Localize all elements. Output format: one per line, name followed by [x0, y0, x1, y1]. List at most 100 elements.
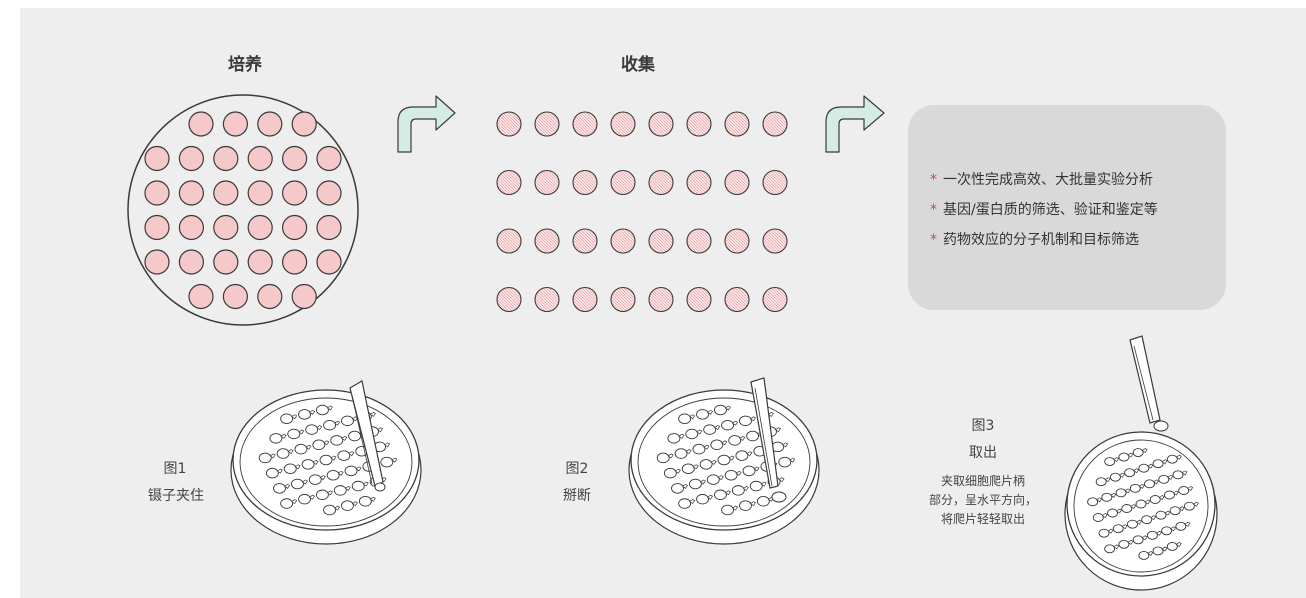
coverslip-handle: [384, 442, 391, 448]
coverslip-handle: [681, 483, 689, 489]
dish-coverslip: [1183, 501, 1195, 511]
coverslip-handle: [1115, 508, 1123, 514]
coverslip-handle: [341, 436, 348, 441]
tweezers-3-icon: [1129, 335, 1169, 432]
coverslip-handle: [749, 501, 756, 507]
bullet-star-icon: *: [930, 232, 937, 248]
dish-coverslip: [265, 467, 279, 479]
petri-dish-2: [628, 389, 820, 545]
dish-coverslip: [756, 496, 770, 507]
application-info-box: *一次性完成高效、大批量实验分析 *基因/蛋白质的筛选、验证和鉴定等 *药物效应…: [908, 105, 1226, 310]
culture-well: [144, 180, 170, 206]
coverslip-handle: [291, 414, 298, 420]
culture-well: [222, 283, 248, 310]
dish-coverslip: [671, 483, 684, 494]
coverslip-handle: [337, 470, 344, 476]
coverslip: [686, 169, 712, 196]
coverslip-handle: [689, 414, 696, 420]
culture-well: [316, 180, 342, 206]
info-item-text: 一次性完成高效、大批量实验分析: [943, 172, 1153, 188]
dish-coverslip: [713, 404, 727, 416]
dish-coverslip: [685, 428, 699, 440]
coverslip-handle: [369, 412, 376, 417]
coverslip: [648, 111, 674, 137]
coverslip: [762, 228, 788, 254]
coverslip: [648, 286, 674, 313]
culture-well: [257, 111, 283, 137]
coverslip-handle: [767, 412, 774, 417]
dish-coverslip: [724, 469, 738, 481]
dish-coverslip: [696, 493, 709, 505]
dish-coverslip: [739, 500, 752, 511]
culture-well: [213, 145, 239, 172]
dish-coverslip: [739, 415, 752, 427]
step-3-desc-line: 将爬片轻轻取出: [940, 512, 1025, 526]
coverslip: [610, 169, 636, 196]
coverslip-handle: [703, 444, 710, 450]
coverslip: [762, 169, 788, 196]
dish-coverslip: [337, 450, 351, 461]
dish-coverslip: [1101, 492, 1113, 502]
coverslip: [724, 169, 750, 196]
dish-coverslip: [1107, 508, 1118, 518]
culture-well: [282, 145, 308, 172]
culture-well: [282, 180, 308, 206]
coverslip-handle: [706, 494, 714, 500]
culture-well: [291, 283, 317, 310]
coverslip-handle: [1144, 499, 1151, 505]
dish-coverslip: [312, 439, 326, 451]
culture-well: [213, 180, 239, 206]
coverslip: [762, 111, 788, 137]
culture-well: [247, 145, 273, 172]
dish-coverslip: [674, 448, 688, 459]
dish-coverslip: [348, 430, 362, 442]
info-item-text: 基因/蛋白质的筛选、验证和鉴定等: [943, 202, 1158, 218]
dish-coverslip: [273, 483, 286, 494]
coverslip-handle: [1101, 513, 1108, 518]
dish-coverslip: [717, 454, 731, 466]
dish-coverslip: [721, 419, 735, 431]
dish-coverslip: [280, 413, 294, 424]
coverslip: [648, 228, 674, 254]
coverslip: [534, 228, 560, 254]
dish-coverslip: [749, 480, 763, 492]
dish-coverslip: [341, 500, 354, 511]
coverslip-handle: [696, 429, 703, 435]
step-1-name: 镊子夹住: [148, 488, 204, 504]
dish-coverslip: [344, 465, 358, 477]
coverslip: [686, 286, 712, 313]
coverslip-handle: [674, 468, 681, 474]
dish-coverslip: [1164, 490, 1175, 500]
dish-coverslip: [1121, 504, 1133, 513]
culture-well: [144, 249, 170, 275]
step-3-desc-line: 部分，呈水平方向，: [928, 493, 1037, 507]
dish-coverslip: [1155, 510, 1167, 520]
culture-well: [188, 111, 214, 137]
dish-coverslip: [333, 485, 347, 496]
coverslip-handle: [1175, 542, 1182, 547]
culture-well: [282, 214, 308, 241]
bullet-star-icon: *: [930, 172, 937, 188]
coverslip-handle: [1127, 539, 1134, 545]
coverslip: [496, 286, 522, 313]
coverslip-handle: [319, 475, 326, 481]
coverslip-handle: [1147, 463, 1154, 469]
step-2-number: 图2: [565, 461, 589, 477]
dish-coverslip: [298, 493, 311, 505]
culture-well: [316, 145, 342, 172]
dish-coverslip: [1115, 488, 1127, 498]
coverslip: [724, 228, 750, 254]
dish-coverslip: [713, 489, 727, 501]
culture-well: [291, 111, 317, 137]
bullet-star-icon: *: [930, 202, 937, 218]
dish-coverslip: [1152, 546, 1164, 556]
coverslip-handle: [1147, 551, 1154, 556]
culture-dish: [127, 94, 359, 326]
dish-coverslip: [323, 419, 337, 431]
coverslip-handle: [1132, 468, 1140, 474]
culture-well: [257, 283, 283, 310]
coverslip-handle: [699, 479, 706, 485]
coverslip: [572, 111, 598, 137]
coverslip-handle: [717, 475, 724, 481]
dish-coverslip: [1178, 486, 1190, 495]
